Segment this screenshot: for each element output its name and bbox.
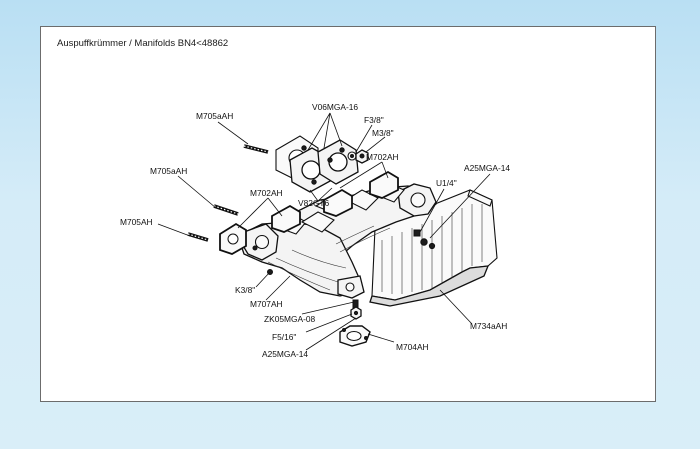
- label-f5-16: F5/16": [272, 332, 296, 342]
- label-m705aah-top: M705aAH: [196, 111, 233, 121]
- label-a25mga-14-top: A25MGA-14: [464, 163, 510, 173]
- label-m705aah-mid: M705aAH: [150, 166, 187, 176]
- exhaust-manifold: [237, 183, 437, 299]
- label-m3-8: M3/8": [372, 128, 394, 138]
- label-u1-4: U1/4": [436, 178, 457, 188]
- label-m702ah-left: M702AH: [250, 188, 283, 198]
- flange-gasket: [339, 325, 371, 347]
- label-zk05mga-08: ZK05MGA-08: [264, 314, 316, 324]
- nuts-washers: [347, 149, 369, 164]
- leader-lines: [157, 112, 491, 351]
- label-m707ah: M707AH: [250, 299, 283, 309]
- inlet-flanges: [275, 135, 359, 193]
- part-labels: V06MGA-16 M705aAH F3/8" M3/8" M702AH A25…: [120, 102, 510, 359]
- label-m704ah: M704AH: [396, 342, 429, 352]
- label-m702ah-right: M702AH: [366, 152, 399, 162]
- label-m734aah: M734aAH: [470, 321, 507, 331]
- gaskets: [219, 170, 399, 255]
- label-v82gt6: V82GT6: [298, 198, 330, 208]
- lower-fixings: [350, 299, 362, 320]
- label-k3-8: K3/8": [235, 285, 255, 295]
- label-f3-8: F3/8": [364, 115, 384, 125]
- label-v06mga-16: V06MGA-16: [312, 102, 358, 112]
- studs: [187, 144, 269, 242]
- label-a25mga-14-bottom: A25MGA-14: [262, 349, 308, 359]
- page-title: Auspuffkrümmer / Manifolds BN4<48862: [57, 38, 229, 49]
- label-m705ah: M705AH: [120, 217, 153, 227]
